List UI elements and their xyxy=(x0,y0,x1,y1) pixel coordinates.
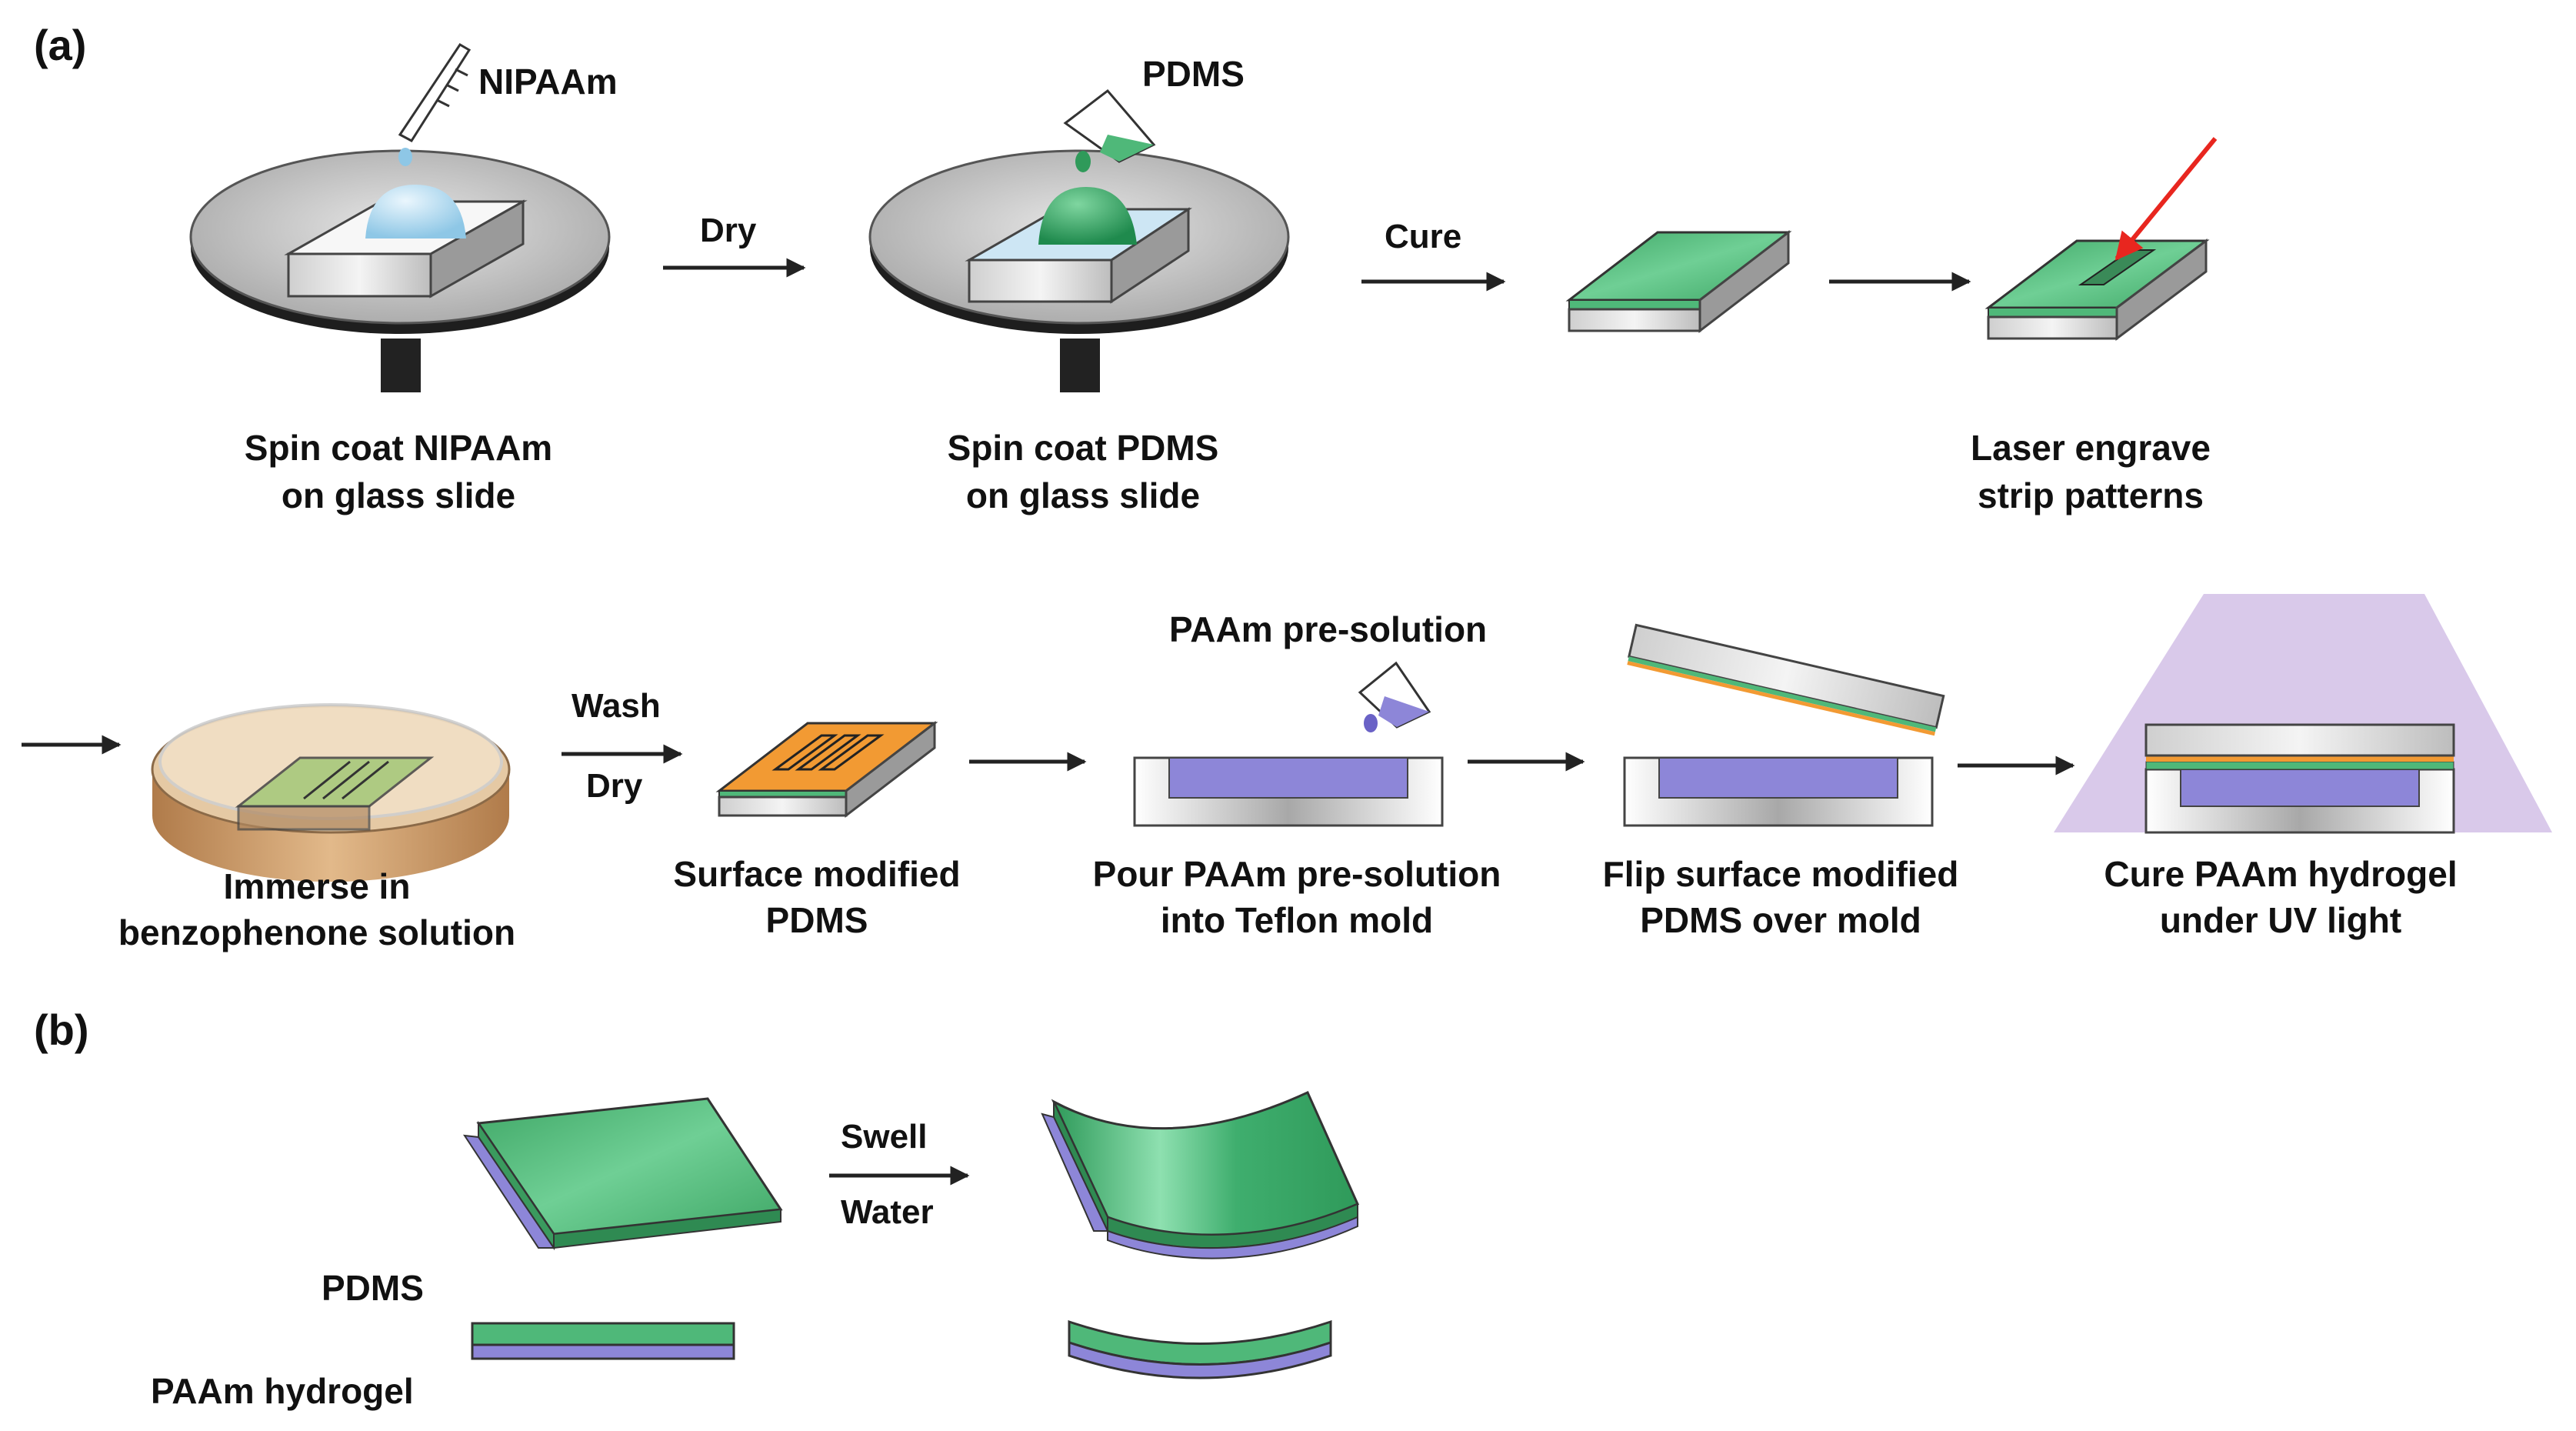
step-caption-1-line1: Spin coat NIPAAm xyxy=(245,428,552,468)
water-label: Water xyxy=(841,1193,934,1231)
curved-cross-section xyxy=(1068,1319,1332,1379)
step-caption-7-line2: PDMS over mold xyxy=(1640,900,1921,940)
step-caption-4-line2: benzophenone solution xyxy=(118,912,515,952)
flat-bilayer-3d xyxy=(462,1097,783,1251)
wash-label: Wash xyxy=(572,687,661,725)
step-caption-5-line1: Surface modified xyxy=(673,854,960,894)
curved-bilayer-3d xyxy=(1041,1091,1359,1259)
uv-cured-assembly xyxy=(2144,723,2455,834)
step-caption-4-line1: Immerse in xyxy=(224,866,411,906)
step-caption-3-line1: Laser engrave xyxy=(1971,428,2211,468)
laser-beam xyxy=(2114,137,2218,261)
beaker-icon xyxy=(1063,88,1156,172)
engraved-pdms-slide xyxy=(1984,239,2210,341)
step-caption-6-line1: Pour PAAm pre-solution xyxy=(1093,854,1501,894)
surface-modified-pdms xyxy=(715,720,938,819)
cure-label: Cure xyxy=(1385,218,1461,255)
panel-label-a: (a) xyxy=(34,21,86,69)
nipaam-drop xyxy=(365,185,466,239)
step-caption-5-line2: PDMS xyxy=(766,900,868,940)
dry-label: Dry xyxy=(700,212,757,249)
glass-slide-1 xyxy=(284,199,528,299)
pipette-icon xyxy=(398,42,472,166)
pdms-drop xyxy=(1038,187,1137,245)
step-caption-8-line2: under UV light xyxy=(2160,900,2401,940)
petri-dish xyxy=(151,703,511,882)
pdms-reagent-label: PDMS xyxy=(1142,54,1245,94)
hydrogel-layer-label: PAAm hydrogel xyxy=(151,1371,414,1411)
beaker-icon-2 xyxy=(1358,661,1431,732)
paam-presolution-label: PAAm pre-solution xyxy=(1169,609,1487,649)
flat-cross-section xyxy=(471,1322,735,1360)
panel-label-b: (b) xyxy=(34,1006,89,1054)
teflon-mold xyxy=(1133,756,1444,827)
step-caption-1-line2: on glass slide xyxy=(282,475,515,515)
step-caption-8-line1: Cure PAAm hydrogel xyxy=(2104,854,2457,894)
step-caption-6-line2: into Teflon mold xyxy=(1161,900,1433,940)
cured-pdms-slide xyxy=(1565,229,1792,334)
dry2-label: Dry xyxy=(586,767,643,805)
step-caption-7-line1: Flip surface modified xyxy=(1603,854,1959,894)
step-caption-2-line1: Spin coat PDMS xyxy=(948,428,1219,468)
nipaam-label: NIPAAm xyxy=(478,62,618,102)
step-caption-2-line2: on glass slide xyxy=(966,475,1200,515)
flipped-pdms-over-mold xyxy=(1623,623,1945,827)
swell-label: Swell xyxy=(841,1118,928,1156)
step-caption-3-line2: strip patterns xyxy=(1978,475,2204,515)
pdms-layer-label: PDMS xyxy=(322,1268,424,1308)
